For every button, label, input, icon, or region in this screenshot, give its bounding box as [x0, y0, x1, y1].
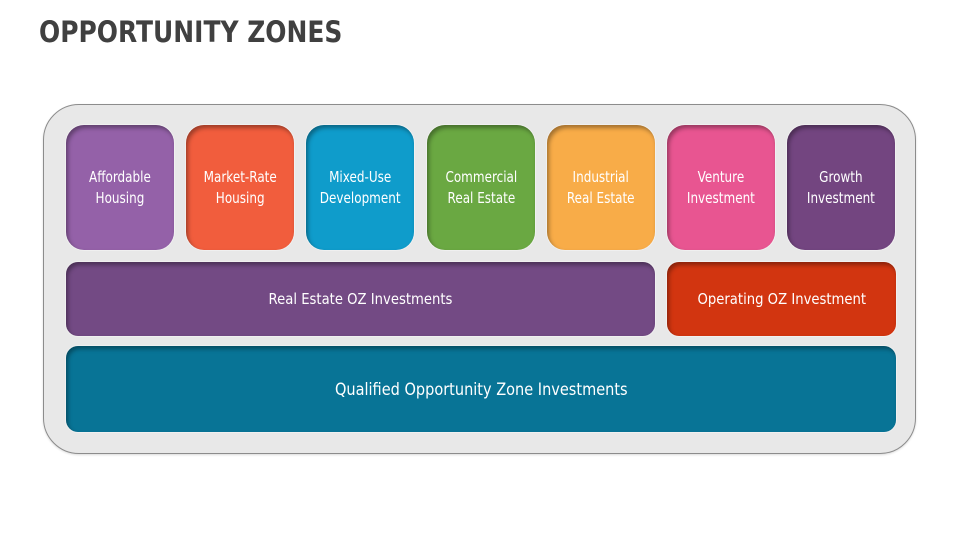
group-operating-oz: Operating OZ Investment [667, 262, 896, 336]
tile-label-line1: Growth [819, 167, 863, 186]
tile-label-line1: Industrial [572, 167, 630, 186]
tile-label-line1: Mixed-Use [328, 167, 392, 186]
tile-label-line1: Market-Rate [203, 167, 277, 186]
tile-label-line2: Housing [95, 188, 145, 207]
base-qualified-oz-investments: Qualified Opportunity Zone Investments [66, 346, 896, 432]
slide-title: OPPORTUNITY ZONES [39, 15, 343, 49]
group-label: Real Estate OZ Investments [268, 289, 453, 308]
tile-label-line2: Real Estate [447, 188, 515, 207]
base-label: Qualified Opportunity Zone Investments [334, 379, 628, 399]
tile-label-line1: Commercial [445, 167, 517, 186]
group-real-estate-oz: Real Estate OZ Investments [66, 262, 655, 336]
tile-label-line1: Affordable [89, 167, 151, 186]
tile-label-line2: Real Estate [567, 188, 635, 207]
tile-label-line1: Venture [697, 167, 745, 186]
tile-label-line2: Investment [686, 188, 755, 207]
tile-label-line2: Development [319, 188, 401, 207]
tile-label-line2: Housing [215, 188, 265, 207]
group-label: Operating OZ Investment [697, 289, 866, 308]
tile-label-line2: Investment [806, 188, 875, 207]
